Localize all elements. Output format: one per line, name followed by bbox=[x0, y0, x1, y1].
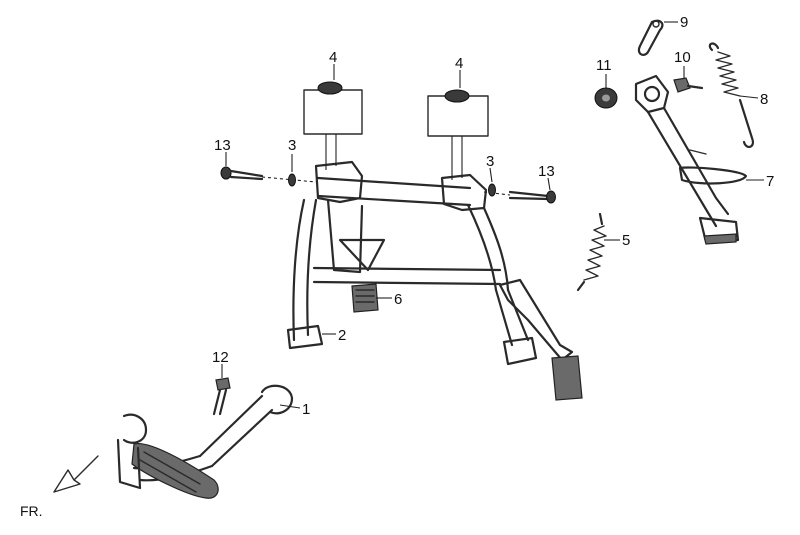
callout-9: 9 bbox=[680, 14, 688, 31]
callout-13-left: 13 bbox=[214, 137, 231, 154]
callout-1: 1 bbox=[302, 401, 310, 418]
front-direction-arrow: FR. bbox=[20, 455, 99, 519]
callout-3-left: 3 bbox=[288, 137, 296, 154]
side-stand bbox=[634, 74, 748, 245]
callout-4-right: 4 bbox=[455, 55, 463, 72]
callout-7: 7 bbox=[766, 173, 774, 190]
stand-stopper bbox=[351, 283, 379, 313]
bushing-right bbox=[427, 89, 489, 180]
callout-8: 8 bbox=[760, 91, 768, 108]
callout-10: 10 bbox=[674, 49, 691, 66]
callout-2: 2 bbox=[338, 327, 346, 344]
bushing-left bbox=[303, 81, 363, 170]
callout-12: 12 bbox=[212, 349, 229, 366]
kick-pedal bbox=[116, 384, 294, 499]
front-direction-label: FR. bbox=[20, 503, 43, 519]
stand-spring bbox=[576, 212, 607, 292]
callout-numbers: 1 2 3 3 4 4 5 6 7 8 9 10 11 12 13 13 bbox=[212, 14, 774, 418]
callout-11: 11 bbox=[596, 57, 612, 74]
callout-5: 5 bbox=[622, 232, 630, 249]
main-stand bbox=[286, 160, 583, 401]
pedal-bolt bbox=[212, 377, 231, 416]
bolt-right bbox=[483, 190, 556, 204]
washer-right bbox=[488, 183, 496, 197]
pivot-nut bbox=[594, 87, 618, 109]
callout-6: 6 bbox=[394, 291, 402, 308]
callout-4-left: 4 bbox=[329, 49, 337, 66]
washer-left bbox=[288, 173, 296, 187]
bolt-left bbox=[220, 166, 317, 183]
pivot-bolt bbox=[673, 77, 704, 93]
callout-3-right: 3 bbox=[486, 153, 494, 170]
side-stand-spring bbox=[708, 42, 754, 148]
leader-lines bbox=[221, 21, 764, 409]
callout-13-right: 13 bbox=[538, 163, 555, 180]
bracket-plate bbox=[637, 19, 664, 56]
